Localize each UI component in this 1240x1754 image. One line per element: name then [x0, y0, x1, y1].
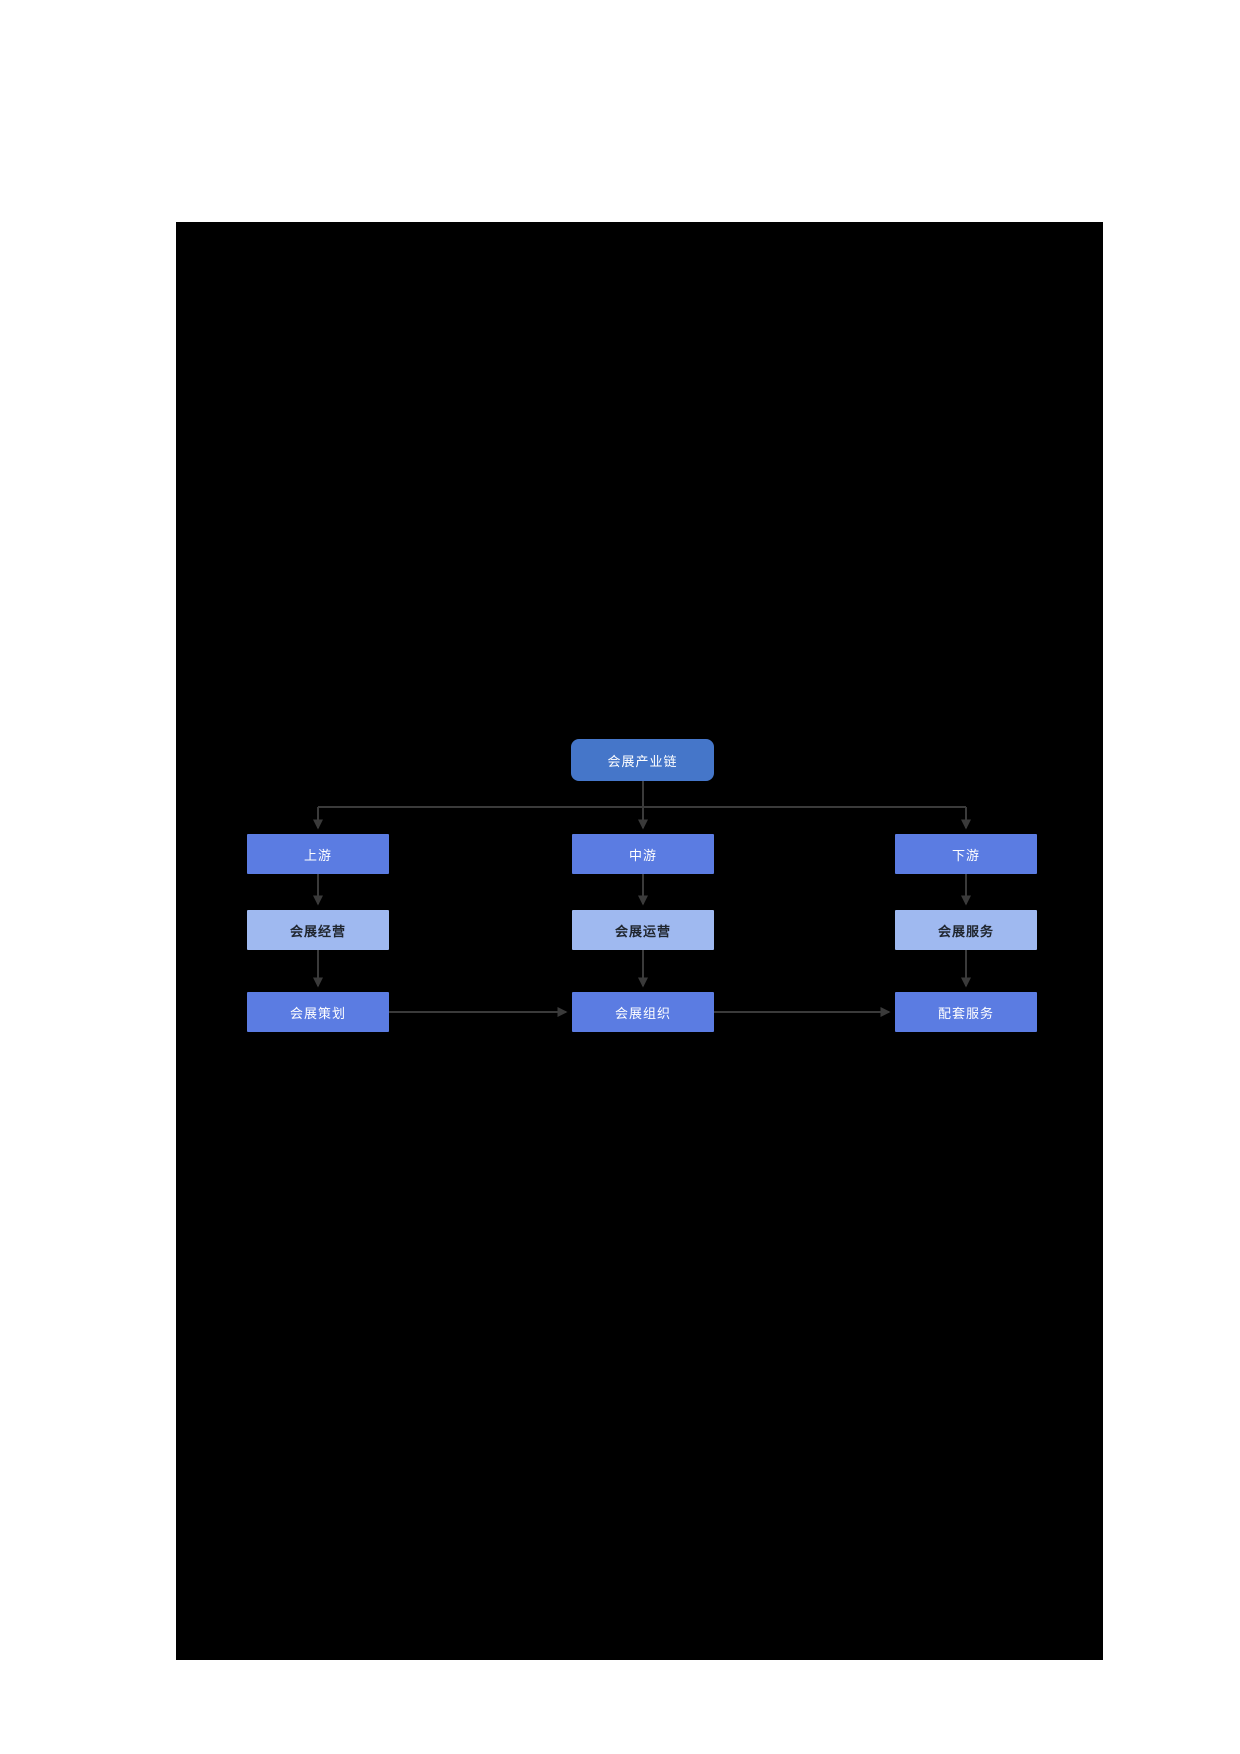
connector-edges: [313, 781, 971, 1017]
node-label-exhibition-service: 会展服务: [937, 923, 994, 939]
node-label-midstream: 中游: [628, 847, 657, 863]
flowchart-node-exhibition-service: 会展服务: [895, 910, 1037, 950]
flowchart-node-supporting-service: 配套服务: [895, 992, 1037, 1032]
node-label-supporting-service: 配套服务: [937, 1005, 994, 1021]
flowchart-node-downstream: 下游: [895, 834, 1037, 874]
flowchart-node-midstream: 中游: [572, 834, 714, 874]
flowchart-node-exhibition-organization: 会展组织: [572, 992, 714, 1032]
flowchart-node-exhibition-planning: 会展策划: [247, 992, 389, 1032]
flowchart-node-industry-chain: 会展产业链: [571, 739, 714, 781]
flowchart-node-exhibition-operation: 会展运营: [572, 910, 714, 950]
diagram-canvas: 会展产业链上游 中游 下游会展经营 会展运营 会展服务会展策划 会展组织 配套服务: [176, 222, 1103, 1660]
node-label-exhibition-management: 会展经营: [289, 923, 346, 939]
node-label-industry-chain: 会展产业链: [607, 753, 678, 769]
flowchart-node-exhibition-management: 会展经营: [247, 910, 389, 950]
node-label-exhibition-organization: 会展组织: [614, 1005, 671, 1021]
node-label-upstream: 上游: [303, 847, 332, 863]
node-label-downstream: 下游: [951, 847, 980, 863]
node-label-exhibition-operation: 会展运营: [614, 923, 671, 939]
node-label-exhibition-planning: 会展策划: [289, 1005, 346, 1021]
flowchart-node-upstream: 上游: [247, 834, 389, 874]
